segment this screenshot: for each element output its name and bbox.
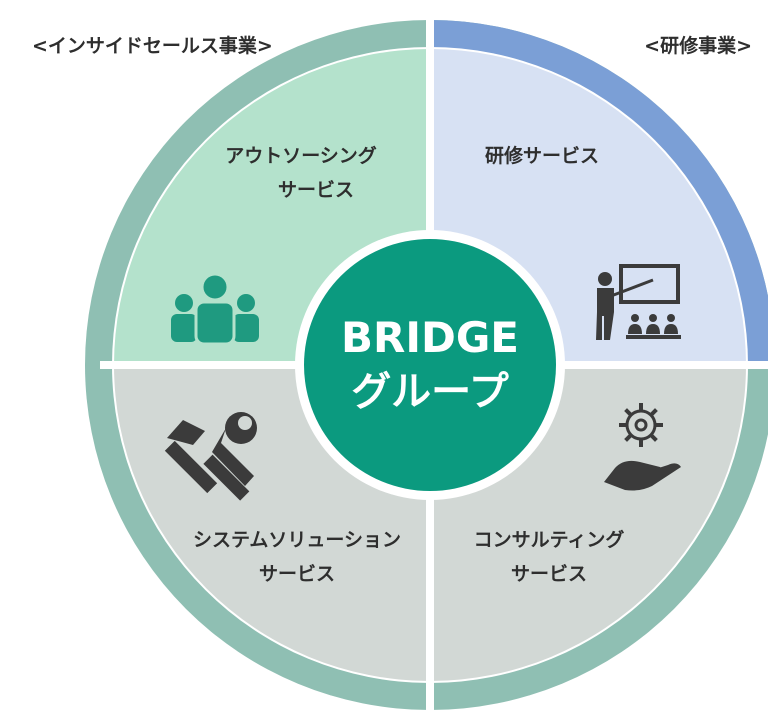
center-circle xyxy=(304,239,556,491)
header-training: <研修事業> xyxy=(644,34,752,57)
presentation-teacher-icon xyxy=(596,264,681,340)
system-solution-label-line1: システムソリューション xyxy=(193,529,401,551)
hammer-wrench-icon xyxy=(164,412,257,501)
group-of-people-icon xyxy=(171,272,259,346)
center-title: BRIDGE xyxy=(341,313,519,362)
center-subtitle: グループ xyxy=(351,369,509,415)
header-inside-sales: <インサイドセールス事業> xyxy=(32,34,273,57)
training-label: 研修サービス xyxy=(485,144,599,167)
system-solution-label-line2: サービス xyxy=(259,563,335,585)
gear-in-hand-icon xyxy=(604,403,681,491)
consulting-label-line2: サービス xyxy=(511,563,587,585)
outsourcing-label-line1: アウトソーシング xyxy=(225,144,377,167)
outsourcing-label-line2: サービス xyxy=(278,179,354,201)
consulting-label-line1: コンサルティング xyxy=(474,528,625,551)
